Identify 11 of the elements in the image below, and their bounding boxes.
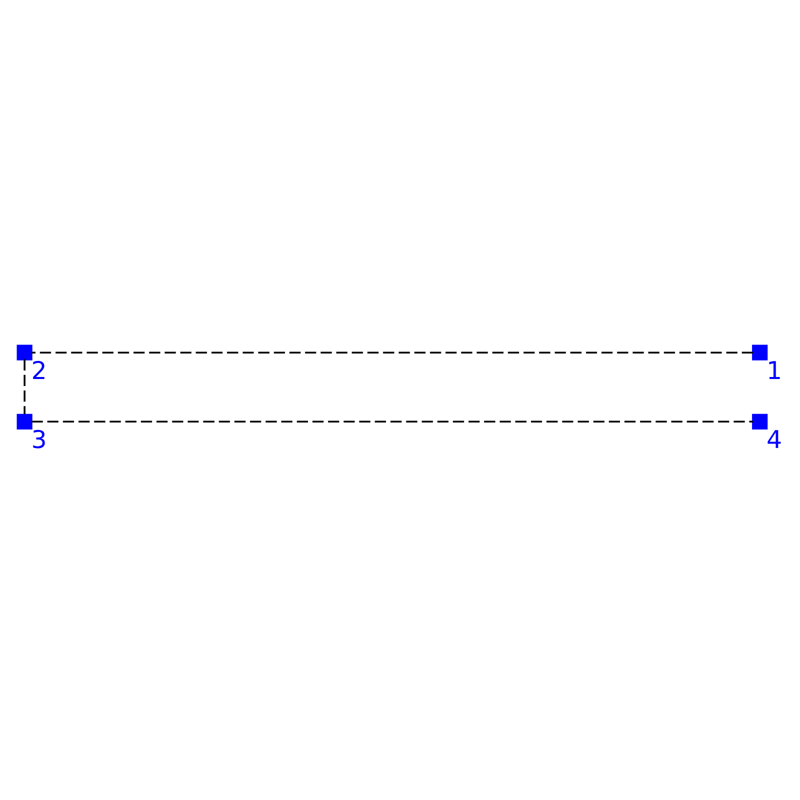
connector bbox=[24, 358, 26, 414]
node-label: 3 bbox=[31, 424, 47, 454]
node-box bbox=[16, 344, 32, 360]
node-label: 1 bbox=[766, 355, 782, 384]
node-label: 2 bbox=[31, 355, 47, 384]
connector bbox=[32, 351, 753, 353]
node-box bbox=[752, 344, 768, 360]
node-label: 4 bbox=[766, 424, 782, 454]
connector bbox=[32, 420, 753, 422]
node-box bbox=[16, 413, 32, 429]
node-box bbox=[752, 413, 768, 429]
